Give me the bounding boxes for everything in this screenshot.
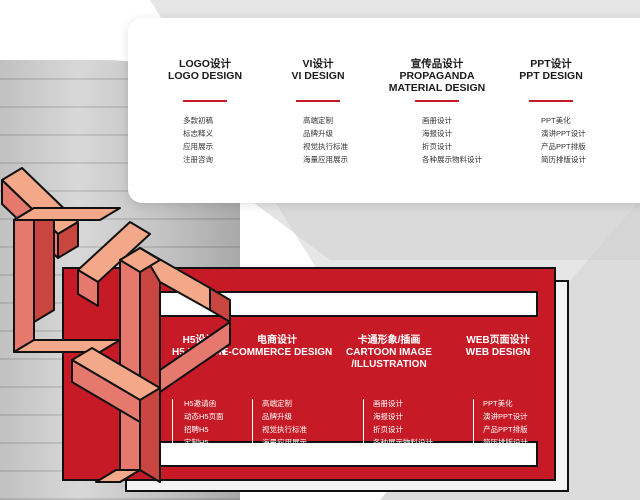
service-item: 注册咨询 <box>183 155 213 164</box>
service-item: 动态H5页面 <box>184 412 224 421</box>
service-items: 高端定制 品牌升级 视觉执行标准 海量应用展示 <box>262 397 307 449</box>
service-title-en: WEB DESIGN <box>465 347 531 358</box>
service-item: PPT美化 <box>541 116 571 125</box>
service-item: 演讲PPT设计 <box>483 412 528 421</box>
service-title-en: LOGO DESIGN <box>167 70 243 82</box>
service-title-cn: WEB页面设计 <box>466 335 530 346</box>
service-item: PPT美化 <box>483 399 513 408</box>
service-propaganda-design[interactable]: 宣传品设计 PROPAGANDA MATERIAL DESIGN 画册设计 海报… <box>372 58 502 164</box>
service-title-cn: 卡通形象/插画 <box>357 335 421 346</box>
service-cartoon-illustration[interactable]: 卡通形象/插画 CARTOON IMAGE /ILLUSTRATION 画册设计… <box>329 335 449 447</box>
service-item: 画册设计 <box>373 399 403 408</box>
white-divider <box>473 399 474 447</box>
service-items: H5邀请函 动态H5页面 招聘H5 定制H5 <box>184 397 224 449</box>
service-title-en: PROPAGANDA MATERIAL DESIGN <box>388 70 486 94</box>
service-ecommerce-design[interactable]: 电商设计 E-COMMERCE DESIGN 高端定制 品牌升级 视觉执行标准 … <box>217 335 337 447</box>
service-vi-design[interactable]: VI设计 VI DESIGN 高端定制 品牌升级 视觉执行标准 海量应用展示 <box>253 58 383 164</box>
service-item: 多款初稿 <box>183 116 213 125</box>
service-item: 折页设计 <box>422 142 452 151</box>
service-item: 海量应用展示 <box>262 438 307 447</box>
service-item: 视觉执行标准 <box>303 142 348 151</box>
service-web-design[interactable]: WEB页面设计 WEB DESIGN PPT美化 演讲PPT设计 产品PPT排版… <box>438 335 558 447</box>
service-item: 高端定制 <box>303 116 333 125</box>
service-title-cn: 宣传品设计 <box>410 58 464 70</box>
red-divider <box>183 100 227 102</box>
isometric-logo-icon <box>1 167 231 483</box>
service-item: 产品PPT排版 <box>541 142 586 151</box>
red-divider <box>415 100 459 102</box>
service-item: 海量应用展示 <box>303 155 348 164</box>
service-item: 视觉执行标准 <box>262 425 307 434</box>
white-divider <box>363 399 364 447</box>
service-item: 画册设计 <box>422 116 452 125</box>
service-items: PPT美化 演讲PPT设计 产品PPT排版 简历排版设计 <box>483 397 528 449</box>
service-items: 高端定制 品牌升级 视觉执行标准 海量应用展示 <box>303 114 348 166</box>
service-item: 演讲PPT设计 <box>541 129 586 138</box>
service-items: PPT美化 演讲PPT设计 产品PPT排版 简历排版设计 <box>541 114 586 166</box>
white-divider <box>252 399 253 447</box>
service-item: 应用展示 <box>183 142 213 151</box>
service-title-en: PPT DESIGN <box>519 70 583 82</box>
service-item: 海报设计 <box>422 129 452 138</box>
service-title-cn: VI设计 <box>302 58 334 70</box>
service-title-en: E-COMMERCE DESIGN <box>221 347 333 358</box>
top-services-card: LOGO设计 LOGO DESIGN 多款初稿 标志释义 应用展示 注册咨询 V… <box>128 18 640 203</box>
service-item: 简历排版设计 <box>483 438 528 447</box>
service-item: 招聘H5 <box>184 425 209 434</box>
service-item: 品牌升级 <box>262 412 292 421</box>
service-items: 画册设计 海报设计 折页设计 各种展示物料设计 <box>422 114 482 166</box>
service-ppt-design[interactable]: PPT设计 PPT DESIGN PPT美化 演讲PPT设计 产品PPT排版 简… <box>486 58 616 164</box>
service-title-en: VI DESIGN <box>291 70 345 82</box>
white-divider <box>172 399 173 447</box>
service-item: 各种展示物料设计 <box>373 438 433 447</box>
service-title-en: CARTOON IMAGE /ILLUSTRATION <box>346 347 432 370</box>
red-divider <box>296 100 340 102</box>
service-logo-design[interactable]: LOGO设计 LOGO DESIGN 多款初稿 标志释义 应用展示 注册咨询 <box>140 58 270 164</box>
service-title-cn: LOGO设计 <box>179 58 231 70</box>
red-divider <box>529 100 573 102</box>
service-title-cn: 电商设计 <box>257 335 297 346</box>
service-item: 简历排版设计 <box>541 155 586 164</box>
service-item: 产品PPT排版 <box>483 425 528 434</box>
service-item: 海报设计 <box>373 412 403 421</box>
service-item: 折页设计 <box>373 425 403 434</box>
service-item: H5邀请函 <box>184 399 217 408</box>
service-items: 多款初稿 标志释义 应用展示 注册咨询 <box>183 114 213 166</box>
service-item: 品牌升级 <box>303 129 333 138</box>
service-item: 各种展示物料设计 <box>422 155 482 164</box>
service-item: 定制H5 <box>184 438 209 447</box>
service-title-cn: H5设计 <box>182 335 216 346</box>
service-title-cn: PPT设计 <box>530 58 572 70</box>
service-item: 高端定制 <box>262 399 292 408</box>
service-items: 画册设计 海报设计 折页设计 各种展示物料设计 <box>373 397 433 449</box>
board-bottom-bar <box>144 441 538 467</box>
service-item: 标志释义 <box>183 129 213 138</box>
